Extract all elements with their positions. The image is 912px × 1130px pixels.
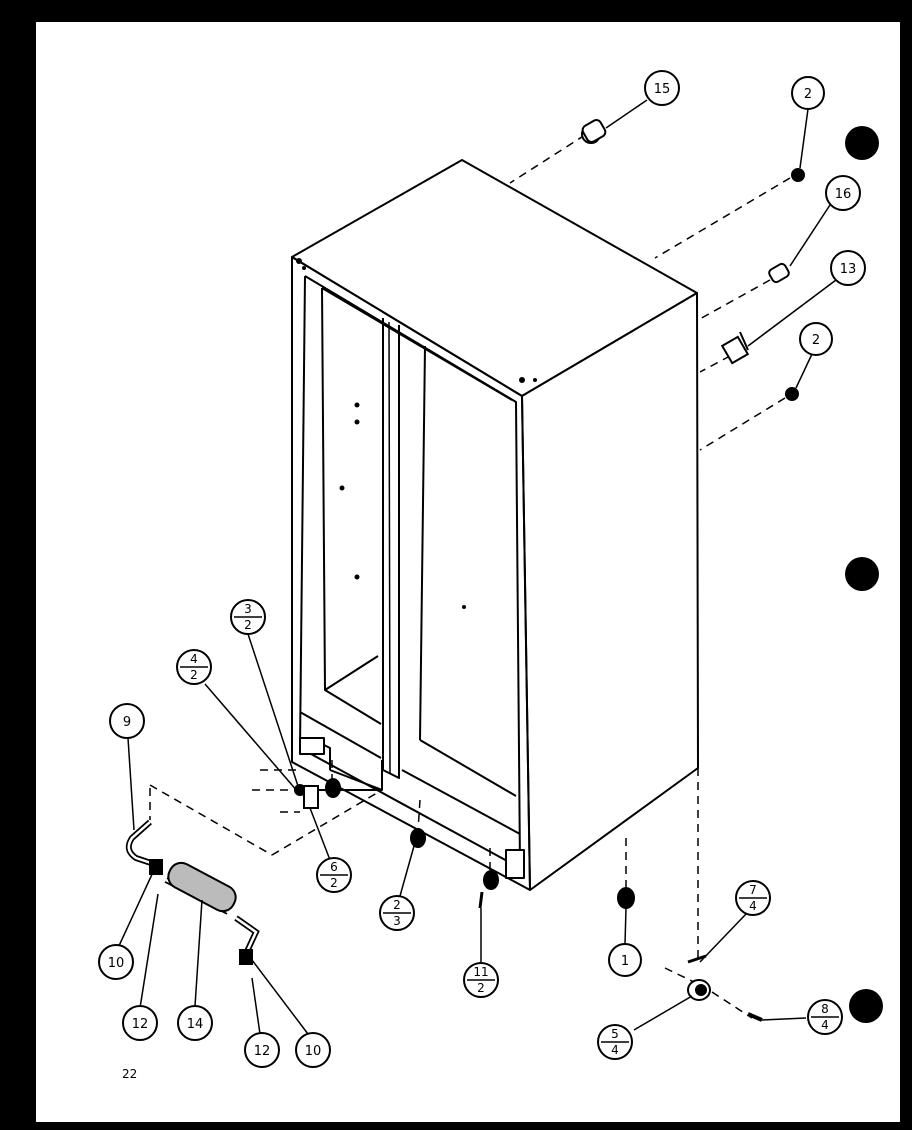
callout-2-lower: 2 xyxy=(799,322,833,356)
callout-15-label: 15 xyxy=(654,82,671,97)
callout-10-right-label: 10 xyxy=(305,1044,322,1059)
callout-6-over-2: 6 2 xyxy=(316,857,352,893)
cabinet-drawing xyxy=(291,159,699,891)
parts xyxy=(125,119,805,1022)
part-14-insulation-sleeve xyxy=(167,861,237,913)
callout-1: 1 xyxy=(608,943,642,977)
page-number: 22 xyxy=(122,1067,137,1081)
part-15-bushing xyxy=(581,119,607,144)
callout-12-left: 12 xyxy=(122,1005,158,1041)
callout-4-over-2-num: 4 xyxy=(190,652,198,666)
callout-13: 13 xyxy=(830,250,866,286)
callout-7-over-4-num: 7 xyxy=(749,883,757,897)
callout-6-over-2-den: 2 xyxy=(330,876,338,890)
callout-12-left-label: 12 xyxy=(132,1017,149,1032)
dashed-leaders xyxy=(149,134,791,1019)
callout-16: 16 xyxy=(825,175,861,211)
callout-2-over-3-num: 2 xyxy=(393,898,401,912)
number-callouts: 15 2 16 13 2 9 10 12 xyxy=(98,70,866,1068)
callout-7-over-4-den: 4 xyxy=(749,899,757,913)
registration-mark-middle xyxy=(845,557,879,591)
callout-13-label: 13 xyxy=(840,262,857,277)
part-8-screw xyxy=(747,1012,763,1022)
fraction-callouts: 3 2 4 2 6 2 2 3 11 2 xyxy=(176,599,843,1060)
part-6-bracket xyxy=(303,785,319,809)
callout-10-left-label: 10 xyxy=(108,956,125,971)
part-10-clamp-right xyxy=(239,949,253,965)
part-2-leveler-front xyxy=(410,828,426,848)
registration-mark-top xyxy=(845,126,879,160)
callout-12-right-label: 12 xyxy=(254,1044,271,1059)
callout-5-over-4-num: 5 xyxy=(611,1027,619,1041)
callout-7-over-4: 7 4 xyxy=(735,880,771,916)
callout-9: 9 xyxy=(109,703,145,739)
callout-leaders xyxy=(117,99,837,1035)
part-1-leveler xyxy=(617,887,635,909)
callout-15: 15 xyxy=(644,70,680,106)
part-5-roller xyxy=(687,979,711,1001)
callout-11-over-2-num: 11 xyxy=(473,965,488,979)
cabinet-holes xyxy=(296,258,537,609)
callout-3-over-2: 3 2 xyxy=(230,599,266,635)
callout-2-over-3-den: 3 xyxy=(393,914,401,928)
registration-mark-bottom xyxy=(849,989,883,1023)
part-7-screw xyxy=(687,954,707,964)
callout-14-label: 14 xyxy=(187,1017,204,1032)
callout-10-left: 10 xyxy=(98,944,134,980)
callout-8-over-4-den: 4 xyxy=(821,1018,829,1032)
callout-2-over-3: 2 3 xyxy=(379,895,415,931)
callout-5-over-4: 5 4 xyxy=(597,1024,633,1060)
callout-11-over-2: 11 2 xyxy=(463,962,499,998)
callout-14: 14 xyxy=(177,1005,213,1041)
callout-3-over-2-num: 3 xyxy=(244,602,252,616)
part-2-nut-top xyxy=(791,168,805,182)
cabinet-front-edge xyxy=(291,257,531,891)
part-13-hinge xyxy=(720,331,750,365)
callout-2-top-label: 2 xyxy=(804,87,812,102)
mullion xyxy=(382,318,400,779)
part-leveler-right xyxy=(483,870,499,890)
part-leveler-rear xyxy=(325,778,341,798)
callout-1-label: 1 xyxy=(621,954,629,969)
callout-16-label: 16 xyxy=(835,187,852,202)
callout-8-over-4-num: 8 xyxy=(821,1002,829,1016)
part-11-screw xyxy=(478,891,484,909)
callout-12-right: 12 xyxy=(244,1032,280,1068)
callout-8-over-4: 8 4 xyxy=(807,999,843,1035)
part-10-clamp-left xyxy=(149,859,163,875)
callout-6-over-2-num: 6 xyxy=(330,860,338,874)
callout-10-right: 10 xyxy=(295,1032,331,1068)
callout-5-over-4-den: 4 xyxy=(611,1043,619,1057)
callout-2-lower-label: 2 xyxy=(812,333,820,348)
callout-4-over-2: 4 2 xyxy=(176,649,212,685)
part-2-nut-lower xyxy=(785,387,799,401)
part-16-bushing xyxy=(768,262,790,284)
callout-11-over-2-den: 2 xyxy=(477,981,485,995)
callout-3-over-2-den: 2 xyxy=(244,618,252,632)
callout-4-over-2-den: 2 xyxy=(190,668,198,682)
callout-9-label: 9 xyxy=(123,715,131,730)
callout-2-top: 2 xyxy=(791,76,825,110)
